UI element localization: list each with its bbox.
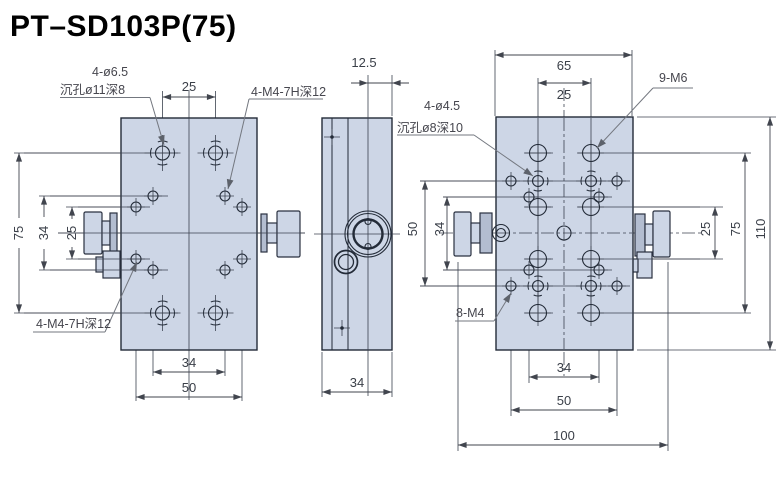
- front-labels: 4-ø6.5 沉孔ø11深8 4-M4-7H深12 4-M4-7H深12: [33, 65, 326, 333]
- dim-front-bottom-34: 34: [182, 355, 196, 370]
- label-back-m4: 8-M4: [456, 306, 485, 320]
- back-dimensions: 65 25 50 34 25 75 110 34 50 100: [405, 51, 774, 449]
- back-lock-screw: [491, 223, 511, 243]
- dim-front-left-34: 34: [36, 226, 51, 240]
- dim-front-top-25: 25: [182, 79, 196, 94]
- side-setscrew-marks: [324, 129, 350, 336]
- label-back-counterbore-line2: 沉孔ø8深10: [397, 121, 463, 135]
- label-front-tap-bottom: 4-M4-7H深12: [36, 317, 111, 331]
- dim-back-bottom-34: 34: [557, 360, 571, 375]
- back-right-knob: [631, 210, 671, 279]
- dim-back-top-65: 65: [557, 58, 571, 73]
- dim-back-right-110: 110: [753, 219, 768, 240]
- back-plate: [495, 116, 634, 351]
- front-left-knob: [83, 211, 121, 279]
- dim-front-bottom-50: 50: [182, 380, 196, 395]
- back-labels: 4-ø4.5 沉孔ø8深10 9-M6 8-M4: [397, 71, 693, 322]
- page-title: PT–SD103P(75): [10, 10, 237, 43]
- side-centerlines: [314, 75, 400, 397]
- back-view: 65 25 50 34 25 75 110 34 50 100 4-ø4.5: [397, 50, 776, 451]
- label-front-counterbore-line2: 沉孔ø11深8: [60, 83, 125, 97]
- label-back-counterbore-line1: 4-ø4.5: [424, 99, 460, 113]
- dim-back-left-34: 34: [432, 222, 447, 236]
- side-dimensions: 12.5 34: [322, 55, 409, 396]
- front-right-knob: [260, 210, 301, 258]
- dim-back-bottom-50: 50: [557, 393, 571, 408]
- dim-back-bottom-100: 100: [553, 428, 575, 443]
- label-back-m6: 9-M6: [659, 71, 688, 85]
- dim-side-bottom-34: 34: [350, 375, 364, 390]
- dim-side-top-12-5: 12.5: [351, 55, 376, 70]
- back-m6-holes: [524, 139, 605, 327]
- front-view: 25 75 34 25 34 50 4-ø6.5 沉孔ø11深8 4-M4-7H…: [11, 65, 326, 401]
- dim-back-right-75: 75: [728, 222, 743, 236]
- front-dimensions: 25 75 34 25 34 50: [11, 79, 242, 401]
- label-front-tap-top: 4-M4-7H深12: [251, 85, 326, 99]
- side-washer: [333, 249, 359, 275]
- label-front-counterbore-line1: 4-ø6.5: [92, 65, 128, 79]
- dim-front-left-75: 75: [11, 226, 26, 240]
- dim-back-left-50: 50: [405, 222, 420, 236]
- side-knob-face: [344, 210, 392, 258]
- dim-front-left-25: 25: [64, 226, 79, 240]
- side-view: 12.5 34: [314, 55, 409, 397]
- dim-back-right-25: 25: [698, 222, 713, 236]
- dim-back-top-25: 25: [557, 87, 571, 102]
- back-left-knob: [453, 211, 493, 257]
